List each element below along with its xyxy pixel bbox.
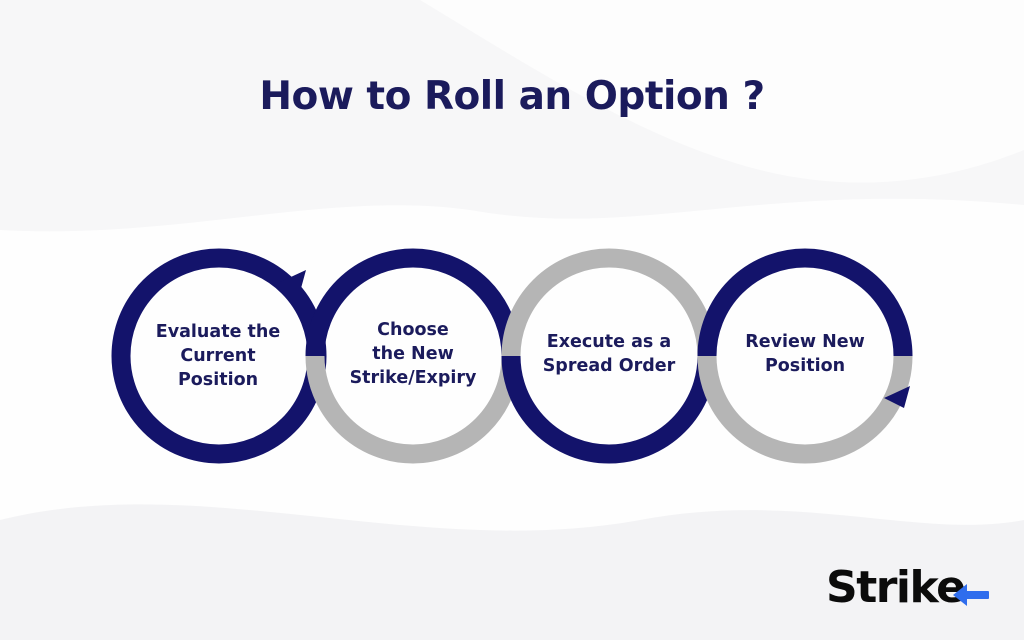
step-2-line-2: the New: [372, 344, 454, 364]
logo-wordmark: Strike: [826, 562, 966, 613]
step-1-label: Evaluate the Current Position: [133, 320, 303, 392]
logo-arrow-icon: [953, 584, 967, 606]
step-2-label: Choose the New Strike/Expiry: [328, 318, 498, 390]
step-3-label: Execute as a Spread Order: [524, 330, 694, 378]
ring-2-top-arc: [305, 248, 521, 357]
step-3-line-1: Execute as a: [546, 332, 672, 352]
step-1-line-1: Evaluate the: [155, 322, 281, 342]
ring-4-arrow-tip: [884, 386, 910, 408]
step-2-line-3: Strike/Expiry: [349, 368, 477, 388]
ring-1-top-arc: [111, 248, 327, 357]
step-4-label: Review New Position: [720, 330, 890, 378]
ring-1-arrow-tip: [280, 270, 306, 292]
step-4-line-2: Position: [764, 356, 846, 376]
step-1-line-2: Current: [180, 346, 256, 366]
ring-3-bottom-arc: [501, 355, 717, 464]
step-1-line-3: Position: [177, 370, 259, 390]
ring-3-top-arc: [501, 248, 717, 357]
strike-logo: Strike: [826, 560, 996, 616]
step-4-line-1: Review New: [745, 332, 865, 352]
step-3-line-2: Spread Order: [542, 356, 676, 376]
ring-1-bottom-arc: [111, 355, 327, 464]
logo-arrow-bar: [965, 591, 989, 599]
ring-4-top-arc: [697, 248, 913, 357]
page-title: How to Roll an Option ?: [259, 74, 765, 119]
ring-2-bottom-arc: [305, 355, 521, 464]
step-2-line-1: Choose: [377, 320, 449, 340]
